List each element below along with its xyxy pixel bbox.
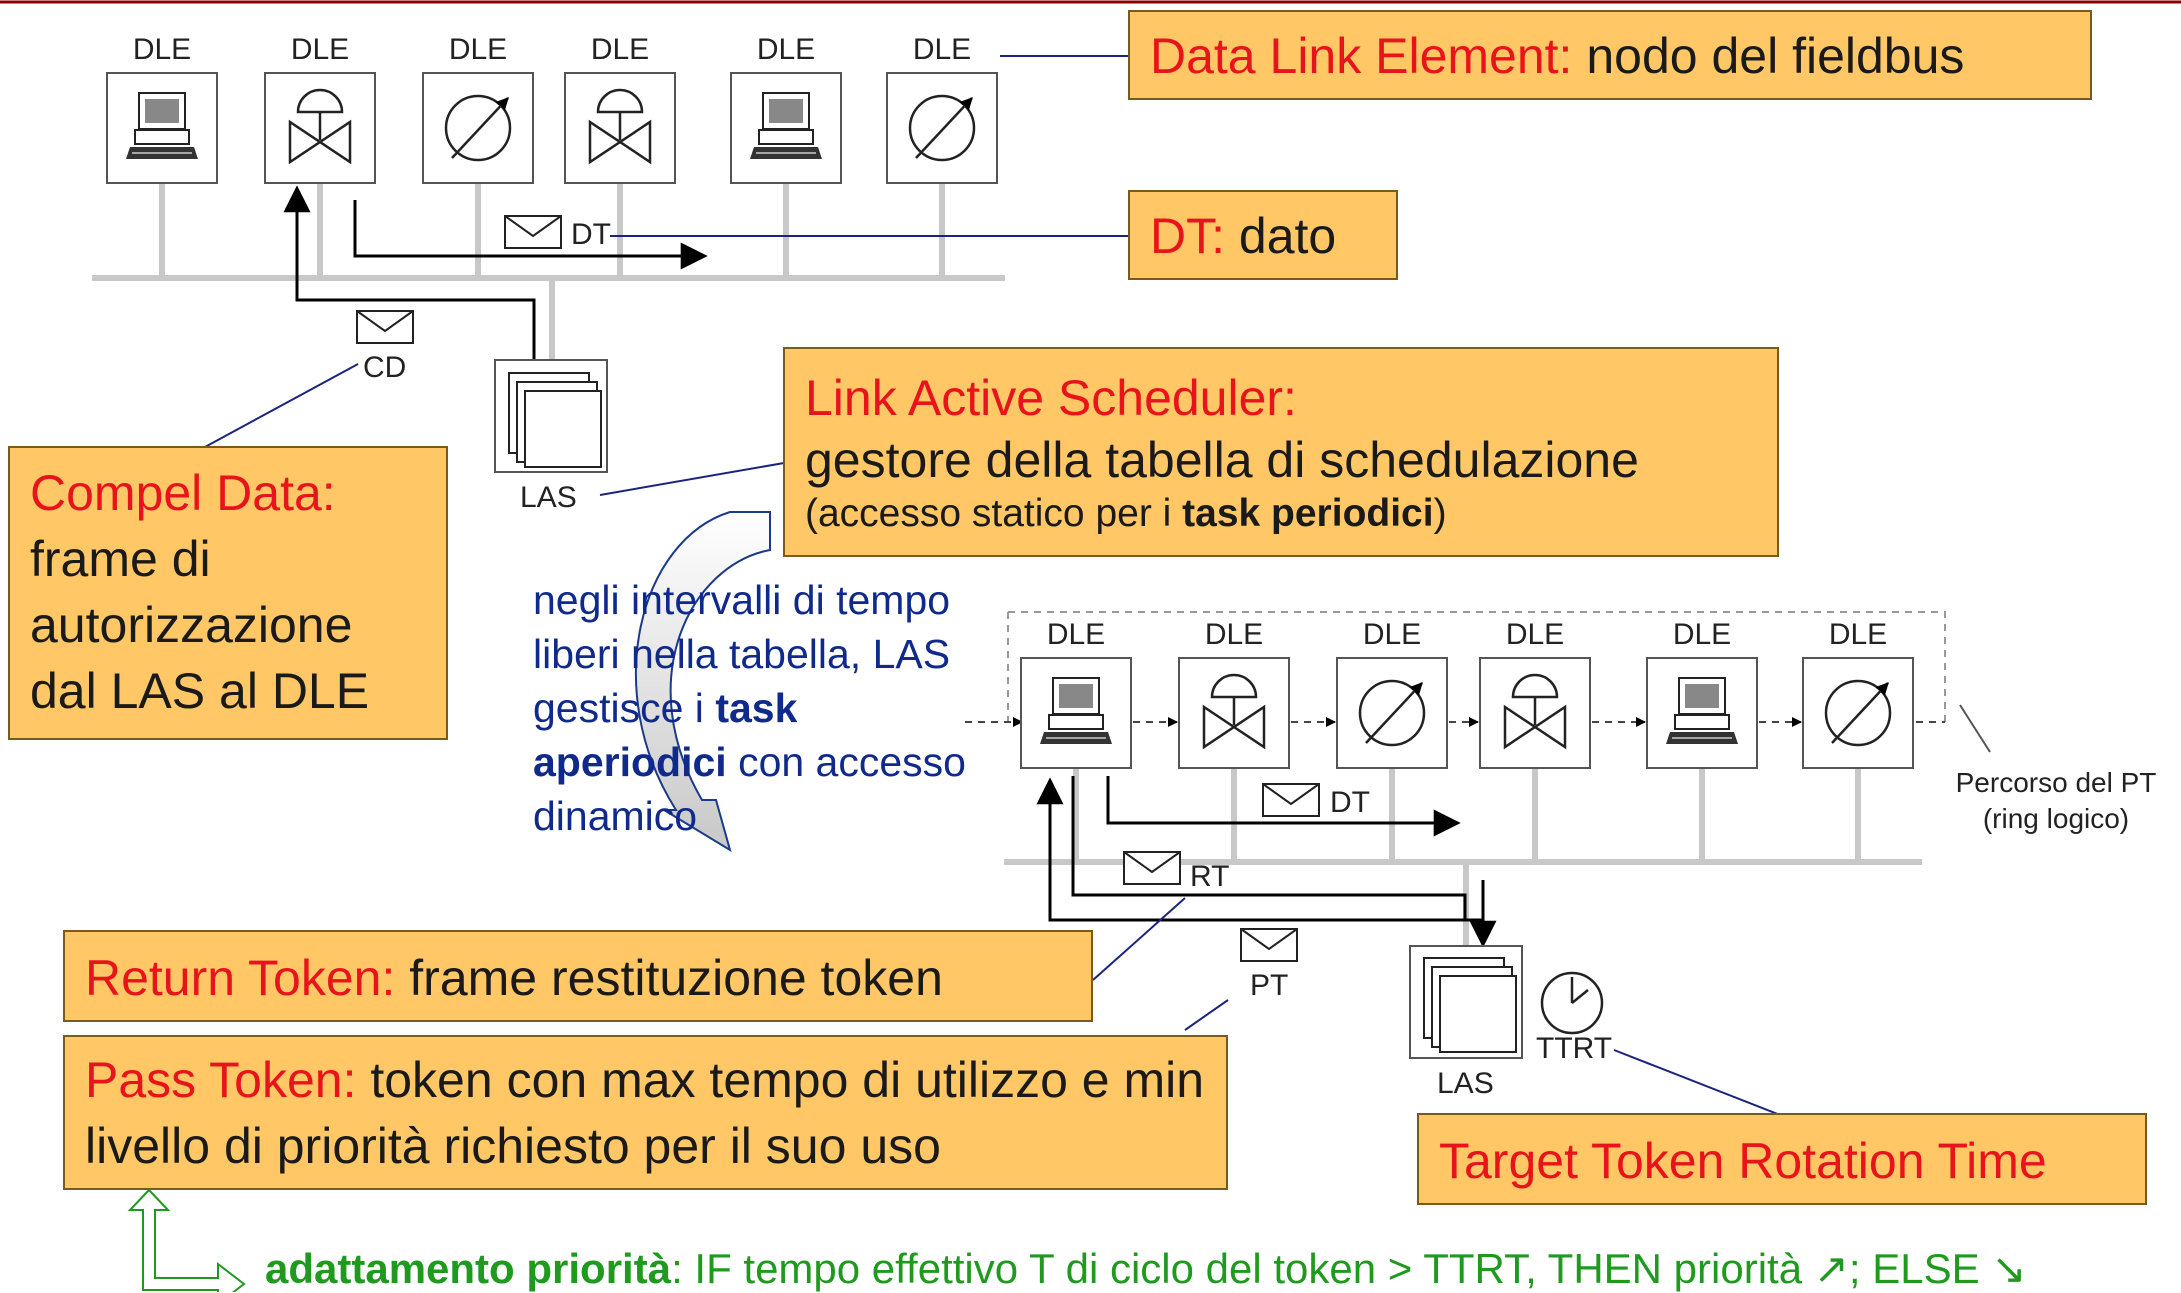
ttrt-label: TTRT xyxy=(1536,1032,1612,1065)
ttrt-callout: Target Token Rotation Time xyxy=(1417,1113,2147,1205)
bottom-dt-label: DT xyxy=(1330,786,1370,819)
bottom-dt-arrow xyxy=(1106,776,1461,837)
top-dt-label: DT xyxy=(571,218,611,251)
cd-envelope-icon xyxy=(356,310,414,344)
bottom-dle-label-4: DLE xyxy=(1506,618,1564,651)
rt-leader xyxy=(1092,897,1186,981)
aperiodic-note-post: con accesso dinamico xyxy=(533,739,966,839)
dt-envelope-icon xyxy=(504,215,562,249)
bottom-rt-label: RT xyxy=(1190,860,1229,893)
rt-envelope-icon xyxy=(1123,851,1181,885)
las-callout-line2: gestore della tabella di schedulazione xyxy=(805,432,1639,488)
dle-callout-term: Data Link Element: xyxy=(1150,28,1573,84)
ring-caption-line1: Percorso del PT xyxy=(1956,767,2157,798)
bottom-dle-label-5: DLE xyxy=(1673,618,1731,651)
las-callout: Link Active Scheduler: gestore della tab… xyxy=(783,347,1779,557)
aperiodic-note-bold: task aperiodici xyxy=(533,685,798,785)
dt-callout-term: DT: xyxy=(1150,208,1225,264)
bottom-dle-label-1: DLE xyxy=(1047,618,1105,651)
footnote-text: : IF tempo effettivo T di ciclo del toke… xyxy=(671,1245,2027,1292)
las-callout-line3-pre: (accesso statico per i xyxy=(805,492,1183,535)
meter-icon xyxy=(1826,681,1890,745)
pt-envelope-icon xyxy=(1240,928,1298,962)
bottom-dle-label-3: DLE xyxy=(1363,618,1421,651)
top-dle-label-6: DLE xyxy=(913,33,971,66)
pt-callout: Pass Token: token con max tempo di utili… xyxy=(63,1035,1228,1190)
top-dle-label-4: DLE xyxy=(591,33,649,66)
aperiodic-flow-arrow xyxy=(635,511,771,853)
ring-caption-leader xyxy=(1959,704,1991,753)
dle-callout: Data Link Element: nodo del fieldbus xyxy=(1128,10,2092,100)
top-cd-arrow xyxy=(283,185,536,362)
pt-callout-term: Pass Token: xyxy=(85,1052,357,1108)
priority-adaptation-footnote: adattamento priorità: IF tempo effettivo… xyxy=(265,1244,2027,1293)
dt-callout-text: dato xyxy=(1225,208,1337,264)
bottom-dle-label-2: DLE xyxy=(1205,618,1263,651)
bottom-network: DLE DLE DLE DLE DLE DLE DT RT PT LAS TTRT Per… xyxy=(965,611,2157,1116)
top-dle-label-2: DLE xyxy=(291,33,349,66)
cd-callout-term: Compel Data: xyxy=(30,465,336,521)
top-las-label: LAS xyxy=(520,481,577,514)
las-callout-line3-bold: task periodici xyxy=(1182,492,1434,535)
las-leader xyxy=(599,462,785,496)
ttrt-callout-term: Target Token Rotation Time xyxy=(1439,1133,2047,1189)
top-dt-arrow xyxy=(353,200,708,270)
bottom-dt-envelope-icon xyxy=(1262,783,1320,817)
meter-icon xyxy=(446,96,510,160)
aperiodic-note-pre: negli intervalli di tempo liberi nella t… xyxy=(533,577,951,731)
logical-ring-outline xyxy=(1007,611,1946,722)
meter-icon xyxy=(910,96,974,160)
footnote-bold: adattamento priorità xyxy=(265,1245,672,1292)
bottom-dle-label-6: DLE xyxy=(1829,618,1887,651)
top-dle-label-1: DLE xyxy=(133,33,191,66)
cd-callout: Compel Data: frame di autorizzazione dal… xyxy=(8,446,448,740)
bottom-pt-label: PT xyxy=(1250,969,1288,1002)
top-dle-label-5: DLE xyxy=(757,33,815,66)
aperiodic-note: negli intervalli di tempo liberi nella t… xyxy=(533,573,973,843)
pt-leader xyxy=(1184,999,1229,1031)
rt-callout-text: frame restituzione token xyxy=(395,950,943,1006)
meter-icon xyxy=(1360,681,1424,745)
ring-caption-line2: (ring logico) xyxy=(1983,803,2129,834)
priority-adapt-arrow-icon xyxy=(127,1188,246,1292)
top-dle-label-3: DLE xyxy=(449,33,507,66)
top-network: DLE DLE DLE DLE DLE DLE DT CD LAS xyxy=(92,33,1130,514)
dt-callout: DT: dato xyxy=(1128,190,1398,280)
bottom-las-label: LAS xyxy=(1437,1067,1494,1100)
rt-callout: Return Token: frame restituzione token xyxy=(63,930,1093,1022)
bottom-rt-line xyxy=(1071,776,1467,920)
top-cd-label: CD xyxy=(363,351,406,384)
las-callout-line3-post: ) xyxy=(1433,492,1447,535)
ttrt-leader xyxy=(1613,1049,1781,1116)
cd-callout-text: frame di autorizzazione dal LAS al DLE xyxy=(30,531,370,719)
rt-callout-term: Return Token: xyxy=(85,950,396,1006)
cd-leader xyxy=(204,363,359,448)
las-callout-term: Link Active Scheduler: xyxy=(805,370,1297,426)
pt-callout-text: token con max tempo di utilizzo e min li… xyxy=(85,1052,1205,1174)
dle-callout-text: nodo del fieldbus xyxy=(1572,28,1965,84)
